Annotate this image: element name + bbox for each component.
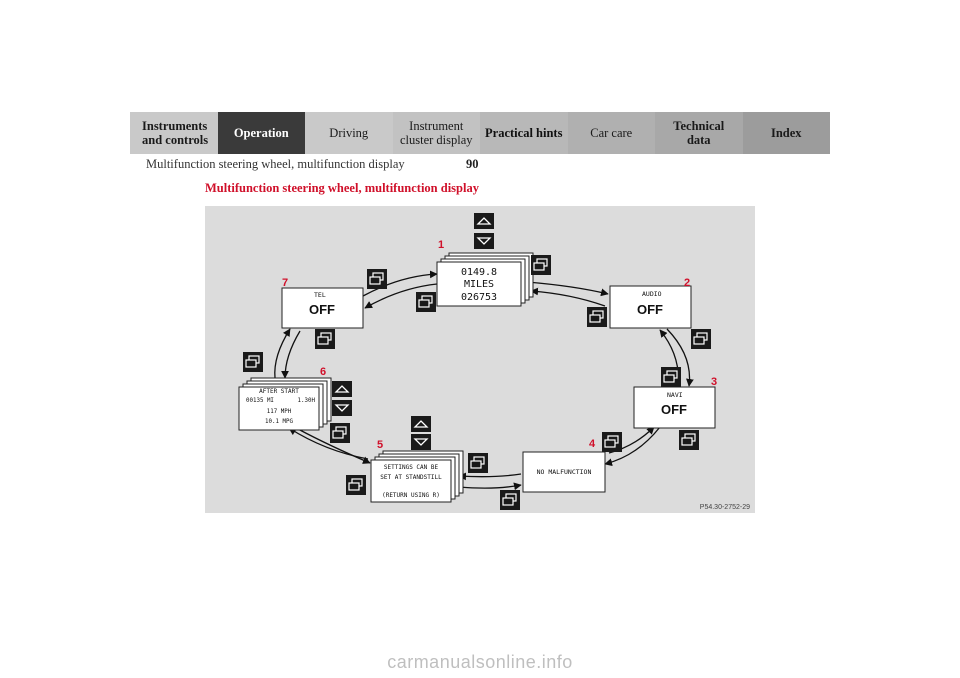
page-forward-icon: [678, 429, 700, 451]
arrow-settings-to-afterstart: [288, 427, 369, 460]
cycle-arrows: [274, 270, 694, 491]
audio-display: AUDIO OFF: [609, 285, 692, 329]
trip-unit: MILES: [464, 279, 494, 290]
section-title: Multifunction steering wheel, multifunct…: [205, 181, 479, 195]
tel-display: TEL OFF: [281, 287, 364, 329]
up-arrow-button-icon: [331, 380, 353, 398]
arrow-trip-to-tel: [364, 283, 438, 309]
trip-display-stack: 0149.8 MILES 026753: [436, 252, 534, 307]
malfunction-text: NO MALFUNCTION: [537, 468, 592, 476]
up-arrow-button-icon: [473, 212, 495, 230]
navi-value: OFF: [661, 402, 687, 417]
callout-5: 5: [377, 439, 383, 451]
after-start-consumption: 10.1 MPG: [265, 419, 293, 425]
arrow-afterstart-to-tel: [274, 328, 291, 379]
page-back-icon: [329, 422, 351, 444]
after-start-title: AFTER START: [259, 388, 299, 395]
after-start-display-stack: AFTER START 00135 MI 1.30H 117 MPH 10.1 …: [238, 377, 332, 431]
page-forward-icon: [345, 474, 367, 496]
tab-technical-data[interactable]: Technical data: [655, 112, 743, 154]
watermark: carmanualsonline.info: [387, 652, 573, 672]
tab-practical-hints[interactable]: Practical hints: [480, 112, 568, 154]
after-start-speed: 117 MPH: [267, 409, 292, 415]
down-arrow-button-icon: [331, 399, 353, 417]
tab-driving[interactable]: Driving: [305, 112, 393, 154]
figure-reference-code: P54.30-2752-29: [700, 504, 750, 511]
tel-label: TEL: [314, 291, 326, 299]
callout-4: 4: [589, 438, 596, 450]
callout-1: 1: [438, 239, 444, 251]
page-number: 90: [466, 157, 479, 171]
audio-value: OFF: [637, 302, 663, 317]
callout-2: 2: [684, 277, 690, 289]
page-back-icon: [586, 306, 608, 328]
arrow-audio-to-trip: [530, 287, 606, 307]
settings-line-3: (RETURN USING R): [382, 492, 440, 499]
arrow-trip-to-audio: [526, 281, 609, 297]
callout-3: 3: [711, 376, 717, 388]
page-back-icon: [601, 431, 623, 453]
arrow-tel-to-trip: [362, 270, 438, 297]
display-cycle-diagram: 0149.8 MILES 026753 AUDIO OFF NAVI OFF N…: [205, 206, 755, 513]
tel-value: OFF: [309, 302, 335, 317]
page-forward-icon: [314, 328, 336, 350]
tab-instruments-and-controls[interactable]: Instruments and controls: [130, 112, 218, 154]
running-title: Multifunction steering wheel, multifunct…: [146, 157, 405, 171]
page-back-icon: [366, 268, 388, 290]
after-start-distance: 00135 MI: [246, 398, 274, 404]
page-forward-icon: [242, 351, 264, 373]
arrow-afterstart-to-settings: [297, 428, 371, 464]
trip-value: 0149.8: [461, 267, 497, 278]
arrow-malf-to-settings: [458, 472, 522, 481]
arrow-audio-to-navi: [666, 328, 694, 387]
audio-label: AUDIO: [642, 290, 662, 298]
navi-display: NAVI OFF: [633, 386, 716, 429]
arrow-navi-to-malf: [604, 426, 661, 467]
tab-car-care[interactable]: Car care: [567, 112, 655, 154]
tab-operation[interactable]: Operation: [217, 112, 305, 154]
after-start-time: 1.30H: [298, 398, 316, 404]
tab-instrument-cluster-display[interactable]: Instrument cluster display: [392, 112, 480, 154]
settings-display-stack: SETTINGS CAN BE SET AT STANDSTILL (RETUR…: [370, 450, 464, 503]
page-forward-icon: [530, 254, 552, 276]
down-arrow-button-icon: [473, 232, 495, 250]
arrow-settings-to-malf: [458, 482, 522, 491]
callout-7: 7: [282, 277, 288, 289]
settings-line-2: SET AT STANDSTILL: [380, 474, 442, 481]
down-arrow-button-icon: [410, 433, 432, 451]
chapter-tabs: Instruments and controls Operation Drivi…: [130, 112, 830, 154]
page-forward-icon: [499, 489, 521, 511]
settings-line-1: SETTINGS CAN BE: [384, 464, 439, 471]
page-back-icon: [467, 452, 489, 474]
navi-label: NAVI: [667, 391, 683, 399]
page-back-icon: [415, 291, 437, 313]
up-arrow-button-icon: [410, 415, 432, 433]
callout-numbers: 1 2 3 4 5 6 7: [282, 239, 717, 451]
page-back-icon: [660, 366, 682, 388]
callout-6: 6: [320, 366, 326, 378]
page-forward-icon: [690, 328, 712, 350]
arrow-tel-to-afterstart: [281, 330, 301, 379]
malfunction-display: NO MALFUNCTION: [522, 451, 606, 493]
odometer-value: 026753: [461, 292, 497, 303]
tab-index[interactable]: Index: [742, 112, 830, 154]
